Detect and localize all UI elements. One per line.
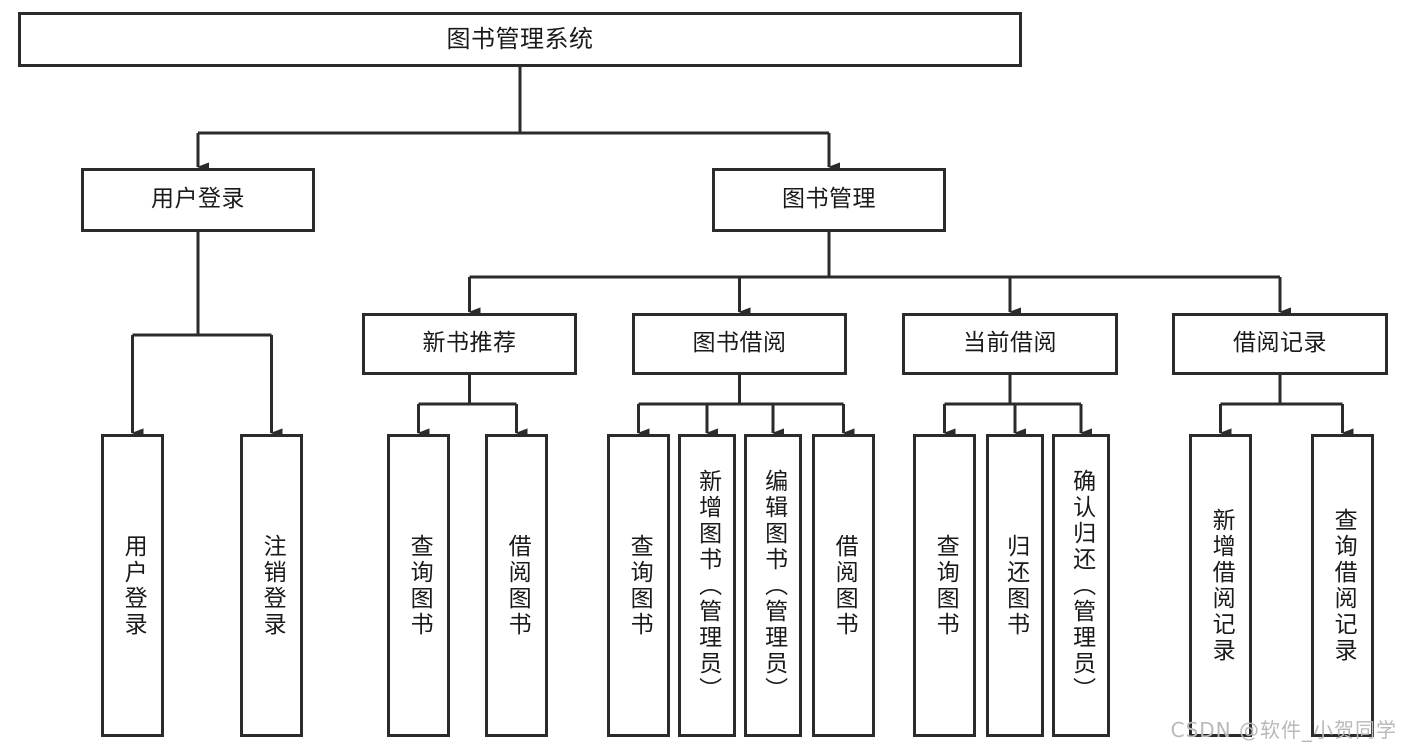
node-leaf-11-新增借阅记录: 新增借阅记录	[1189, 434, 1252, 737]
node-label: 借阅记录	[1233, 330, 1327, 357]
node-leaf-10-确认归还管理员: 确认归还（管理员）	[1052, 434, 1110, 737]
node-label: 用户登录	[120, 533, 147, 638]
node-label: 确认归还（管理员）	[1068, 468, 1095, 703]
node-label: 用户登录	[151, 186, 245, 213]
node-leaf-1-注销登录: 注销登录	[240, 434, 303, 737]
node-label: 查询借阅记录	[1330, 507, 1357, 664]
node-leaf-12-查询借阅记录: 查询借阅记录	[1311, 434, 1374, 737]
node-leaf-0-用户登录: 用户登录	[101, 434, 164, 737]
node-label: 图书借阅	[692, 330, 787, 357]
node-leaf-8-查询图书: 查询图书	[913, 434, 976, 737]
node-leaf-6-编辑图书管理员: 编辑图书（管理员）	[744, 434, 802, 737]
node-level3-2-当前借阅: 当前借阅	[902, 313, 1118, 375]
node-label: 新书推荐	[422, 330, 517, 357]
node-leaf-2-查询图书: 查询图书	[387, 434, 450, 737]
node-label: 查询图书	[932, 533, 959, 638]
node-label: 查询图书	[406, 533, 433, 638]
node-label: 编辑图书（管理员）	[760, 468, 787, 703]
node-label: 查询图书	[626, 533, 653, 638]
node-leaf-3-借阅图书: 借阅图书	[485, 434, 548, 737]
node-label: 新增借阅记录	[1208, 507, 1235, 664]
node-leaf-7-借阅图书: 借阅图书	[812, 434, 875, 737]
node-label: 当前借阅	[963, 330, 1057, 357]
node-level2-1-图书管理: 图书管理	[712, 168, 946, 232]
node-leaf-9-归还图书: 归还图书	[986, 434, 1044, 737]
node-label: 新增图书（管理员）	[694, 468, 721, 703]
node-level3-1-图书借阅: 图书借阅	[632, 313, 847, 375]
node-label: 注销登录	[259, 533, 286, 638]
node-label: 借阅图书	[831, 533, 858, 638]
node-label: 图书管理	[782, 186, 876, 213]
node-label: 归还图书	[1002, 533, 1029, 638]
node-label: 图书管理系统	[446, 25, 594, 54]
node-level2-0-用户登录: 用户登录	[81, 168, 315, 232]
node-root-图书管理系统: 图书管理系统	[18, 12, 1022, 67]
node-label: 借阅图书	[504, 533, 531, 638]
node-leaf-5-新增图书管理员: 新增图书（管理员）	[678, 434, 736, 737]
node-level3-3-借阅记录: 借阅记录	[1172, 313, 1388, 375]
node-leaf-4-查询图书: 查询图书	[607, 434, 670, 737]
node-level3-0-新书推荐: 新书推荐	[362, 313, 577, 375]
